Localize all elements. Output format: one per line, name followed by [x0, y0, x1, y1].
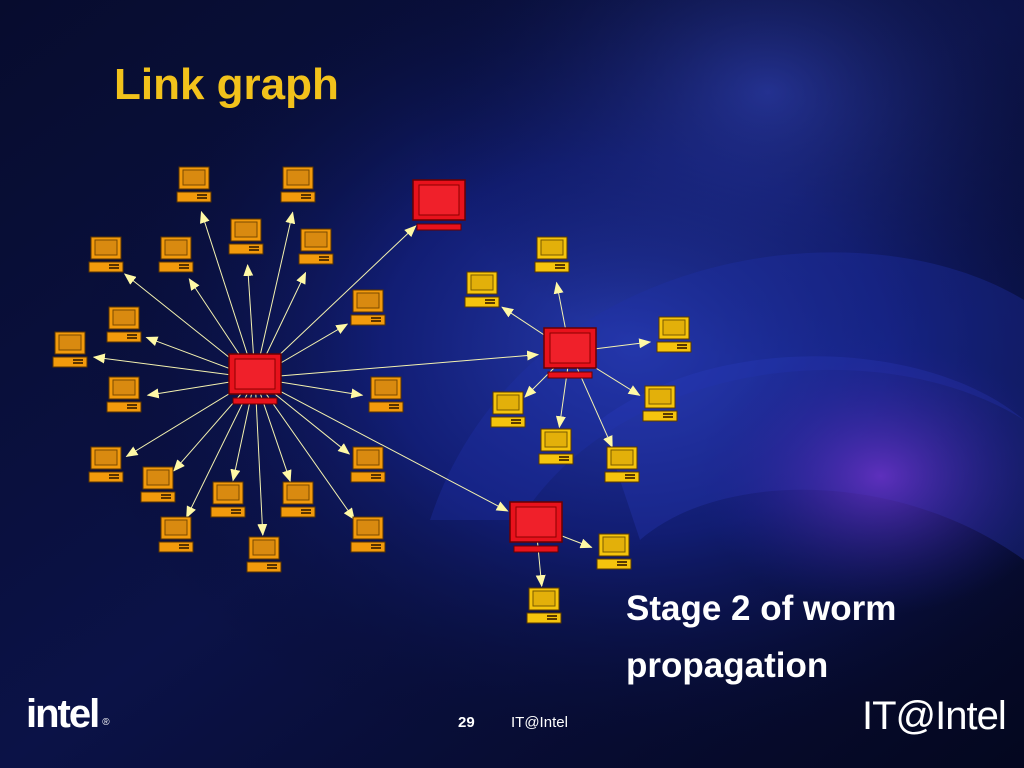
computer-icon-y9 [596, 533, 632, 570]
computer-icon-c7 [106, 306, 142, 343]
computer-icon-y6 [538, 428, 574, 465]
computer-icon-y7 [604, 446, 640, 483]
computer-icon-c6 [158, 236, 194, 273]
computer-icon-y3 [656, 316, 692, 353]
intel-logo: intel® [26, 692, 110, 737]
computer-icon-c10 [106, 376, 142, 413]
computer-icon-c2 [280, 166, 316, 203]
infected-computer-icon-hub3 [509, 501, 563, 553]
edge-hub1-hub3 [254, 225, 417, 379]
intel-logo-text: intel [26, 692, 100, 736]
slide-caption: Stage 2 of worm propagation [626, 580, 1006, 694]
computer-icon-c4 [298, 228, 334, 265]
edge-hub1-c14 [230, 377, 256, 482]
edge-hub1-c8 [92, 353, 256, 379]
computer-icon-c13 [140, 466, 176, 503]
edge-hub1-c15 [254, 377, 292, 483]
computer-icon-c14 [210, 481, 246, 518]
computer-icon-c19 [350, 516, 386, 553]
edge-hub1-hub4 [254, 377, 509, 512]
it-at-intel-logo: IT@Intel [862, 694, 1007, 738]
computer-icon-c17 [158, 516, 194, 553]
computer-icon-y1 [534, 236, 570, 273]
computer-icon-c11 [368, 376, 404, 413]
infected-computer-icon-hub4 [412, 179, 466, 231]
computer-icon-c12 [88, 446, 124, 483]
computer-icon-c16 [350, 446, 386, 483]
computer-icon-c18 [246, 536, 282, 573]
computer-icon-y5 [642, 385, 678, 422]
slide-title: Link graph [114, 60, 339, 109]
computer-icon-c5 [88, 236, 124, 273]
computer-icon-c3 [228, 218, 264, 255]
footer-text: IT@Intel [511, 714, 568, 731]
infected-computer-icon-hub1 [228, 353, 282, 405]
computer-icon-c1 [176, 166, 212, 203]
caption-line-2: propagation [626, 646, 829, 685]
edge-hub1-c1 [199, 210, 256, 379]
computer-icon-y2 [464, 271, 500, 308]
computer-icon-y4 [490, 391, 526, 428]
edge-hub1-hub2 [254, 350, 540, 379]
computer-icon-c15 [280, 481, 316, 518]
computer-icon-c9 [350, 289, 386, 326]
edge-hub1-c2 [254, 211, 296, 379]
computer-icon-c8 [52, 331, 88, 368]
caption-line-1: Stage 2 of worm [626, 589, 897, 628]
computer-icon-c20 [526, 587, 562, 624]
registered-mark: ® [102, 717, 110, 728]
page-number: 29 [458, 714, 475, 731]
